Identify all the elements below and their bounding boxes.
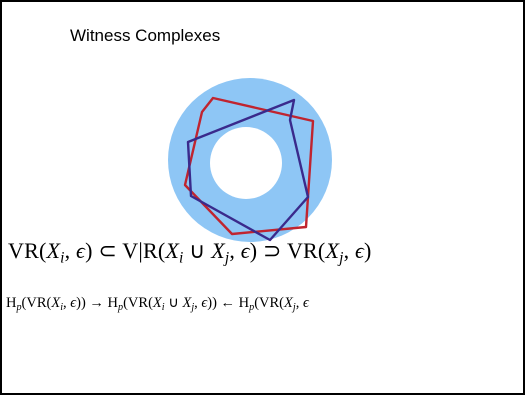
annulus-hole bbox=[210, 127, 282, 199]
inclusion-formula: VR(Xi, ϵ) ⊂ V|R(Xi ∪ Xj, ϵ) ⊃ VR(Xj, ϵ) bbox=[8, 238, 372, 264]
homology-formula: Hp(VR(Xi, ϵ)) → Hp(VR(Xi ∪ Xj, ϵ)) ← Hp(… bbox=[6, 295, 309, 312]
